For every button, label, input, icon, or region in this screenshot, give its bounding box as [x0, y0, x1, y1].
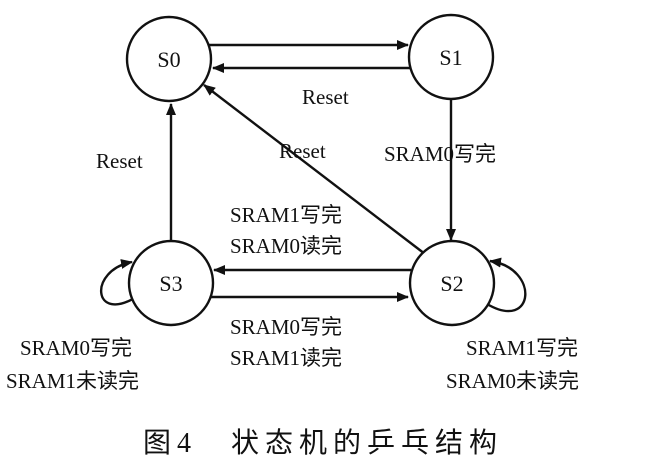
- edge-s3-self-loop: [99, 259, 139, 306]
- label-s3-self-line1: SRAM0写完: [20, 336, 132, 360]
- label-s2-self-line2: SRAM0未读完: [446, 369, 579, 393]
- state-s2-label: S2: [440, 271, 463, 296]
- label-s1-to-s0: Reset: [302, 85, 349, 109]
- edge-s2-self-loop: [486, 257, 527, 313]
- state-s1: S1: [407, 13, 495, 101]
- label-s3-to-s0: Reset: [96, 149, 143, 173]
- state-s3-label: S3: [159, 271, 182, 296]
- label-s1-to-s2: SRAM0写完: [384, 142, 496, 166]
- label-s2-to-s0: Reset: [279, 139, 326, 163]
- label-s2-to-s3-line1: SRAM1写完: [230, 203, 342, 227]
- edge-s2-to-s0: [203, 84, 426, 255]
- label-s3-self-line2: SRAM1未读完: [6, 369, 139, 393]
- figure-caption: 图4 状态机的乒乓结构: [143, 427, 503, 459]
- state-s3: S3: [127, 239, 215, 327]
- state-s2: S2: [408, 239, 496, 327]
- label-s3-to-s2-line2: SRAM1读完: [230, 346, 342, 370]
- state-s0: S0: [125, 15, 213, 103]
- state-s1-label: S1: [439, 45, 462, 70]
- label-s2-self-line1: SRAM1写完: [466, 336, 578, 360]
- label-s3-to-s2-line1: SRAM0写完: [230, 315, 342, 339]
- label-s2-to-s3-line2: SRAM0读完: [230, 234, 342, 258]
- state-s0-label: S0: [157, 47, 180, 72]
